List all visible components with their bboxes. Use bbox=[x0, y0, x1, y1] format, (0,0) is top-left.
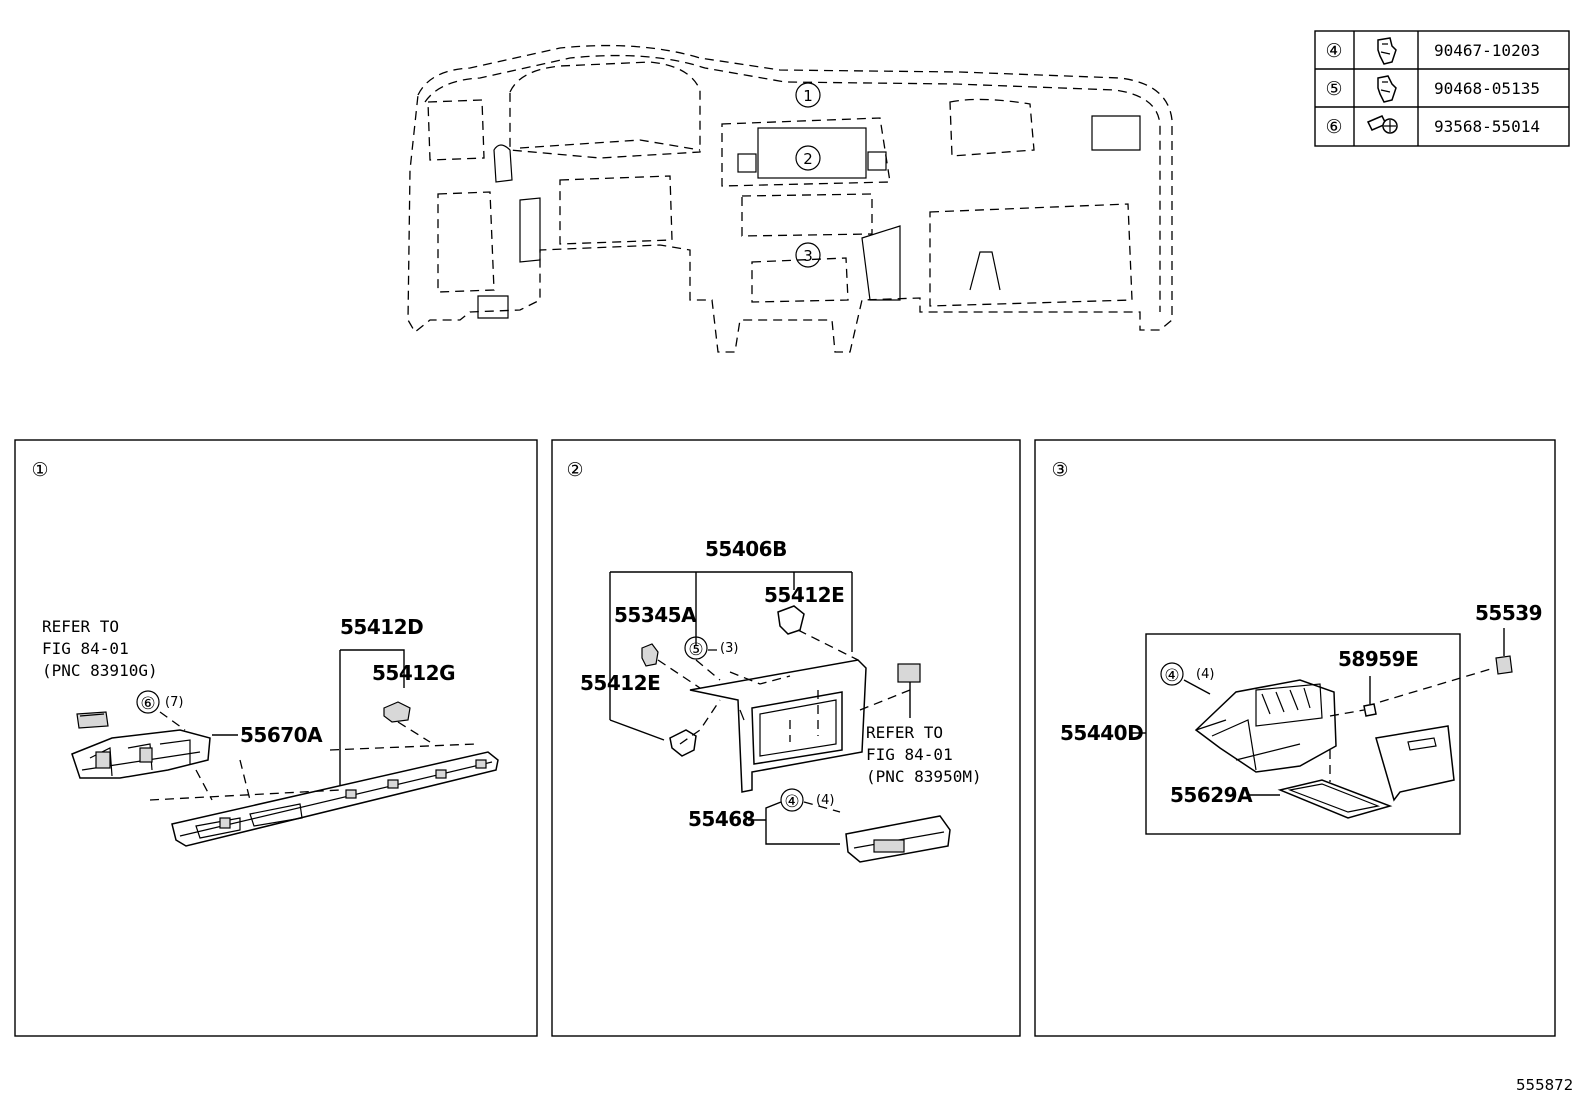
clip-callout bbox=[684, 636, 708, 660]
part-label-55539: 55539 bbox=[1475, 601, 1542, 625]
fastener-legend-table: ④ ⑤ ⑥ 90467-10203 90468-05135 93568-5501… bbox=[1314, 30, 1570, 147]
bracket-part-55412G bbox=[383, 701, 411, 723]
overview-callout-2: 2 bbox=[795, 145, 821, 171]
trim-part-55412D bbox=[171, 751, 499, 847]
switch-bezel-55468 bbox=[845, 815, 951, 863]
svg-text:3: 3 bbox=[803, 247, 813, 265]
center-panel-55406B bbox=[689, 659, 867, 793]
part-label-55406B: 55406B bbox=[705, 537, 787, 561]
clip-part bbox=[777, 605, 805, 635]
clip-part bbox=[669, 729, 697, 757]
part-label-55440D: 55440D bbox=[1060, 721, 1143, 745]
instrument-panel-overview: 1 2 3 bbox=[407, 44, 1173, 353]
part-label-55412E: 55412E bbox=[580, 671, 660, 695]
fastener-ref: ⑥ bbox=[140, 694, 155, 714]
clip-qty: (3) bbox=[720, 641, 738, 656]
legend-ref-6: ⑥ bbox=[1325, 116, 1342, 138]
part-label-55345A: 55345A bbox=[614, 603, 697, 627]
legend-part-number: 90467-10203 bbox=[1434, 41, 1540, 60]
refer-note: REFER TO bbox=[42, 617, 119, 636]
part-label-55412G: 55412G bbox=[372, 661, 455, 685]
detail-panel-3: ③ 55539 58959E 55440D 55629A ④ (4) bbox=[1034, 439, 1556, 1037]
part-label-55412E: 55412E bbox=[764, 583, 844, 607]
screw-icon bbox=[1366, 115, 1398, 134]
figure-id: 555872 bbox=[1516, 1076, 1573, 1094]
clip-callout bbox=[780, 788, 804, 812]
clip-callout bbox=[1160, 662, 1184, 686]
clip-icon bbox=[1377, 37, 1397, 65]
part-label-58959E: 58959E bbox=[1338, 647, 1418, 671]
assembly-frame bbox=[1145, 633, 1461, 835]
fastener-callout bbox=[136, 690, 160, 714]
refer-note: (PNC 83950M) bbox=[866, 767, 982, 786]
part-label-55629A: 55629A bbox=[1170, 783, 1253, 807]
refer-note: FIG 84-01 bbox=[866, 745, 953, 764]
clip-ref: ⑤ bbox=[688, 640, 703, 660]
part-label-55468: 55468 bbox=[688, 807, 755, 831]
damper-58959E bbox=[1363, 703, 1377, 717]
detail-panel-2: ② 55406B 55345A 55412E 55412E 55468 ⑤ (3… bbox=[551, 439, 1021, 1037]
svg-text:1: 1 bbox=[803, 87, 813, 105]
refer-note: FIG 84-01 bbox=[42, 639, 129, 658]
svg-text:2: 2 bbox=[803, 150, 813, 168]
refer-note: (PNC 83910G) bbox=[42, 661, 158, 680]
clip-part bbox=[641, 643, 659, 667]
clip-qty: (4) bbox=[816, 793, 834, 808]
clip-ref: ④ bbox=[1164, 666, 1179, 686]
stopper-55539 bbox=[1495, 655, 1513, 675]
detail-panel-1: ① REFER TO FIG 84-01 (PNC 83910G) 55412D… bbox=[14, 439, 538, 1037]
clip-ref: ④ bbox=[784, 792, 799, 812]
switch-part bbox=[76, 711, 109, 729]
panel-number: ② bbox=[566, 459, 583, 481]
legend-ref-5: ⑤ bbox=[1325, 78, 1342, 100]
panel-number: ③ bbox=[1051, 459, 1068, 481]
connector-part bbox=[897, 663, 921, 683]
register-part-55670A bbox=[71, 729, 211, 779]
glovebox-door bbox=[1375, 725, 1455, 802]
overview-callout-1: 1 bbox=[795, 82, 821, 108]
mat-55629A bbox=[1277, 779, 1393, 819]
part-label-55412D: 55412D bbox=[340, 615, 423, 639]
legend-part-number: 90468-05135 bbox=[1434, 79, 1540, 98]
fastener-qty: (7) bbox=[165, 695, 183, 710]
part-label-55670A: 55670A bbox=[240, 723, 323, 747]
glovebox-55440D bbox=[1194, 679, 1337, 773]
refer-note: REFER TO bbox=[866, 723, 943, 742]
clip-icon bbox=[1377, 75, 1397, 103]
legend-ref-4: ④ bbox=[1325, 40, 1342, 62]
overview-callout-3: 3 bbox=[795, 242, 821, 268]
panel-number: ① bbox=[31, 459, 48, 481]
legend-part-number: 93568-55014 bbox=[1434, 117, 1540, 136]
clip-qty: (4) bbox=[1196, 667, 1214, 682]
